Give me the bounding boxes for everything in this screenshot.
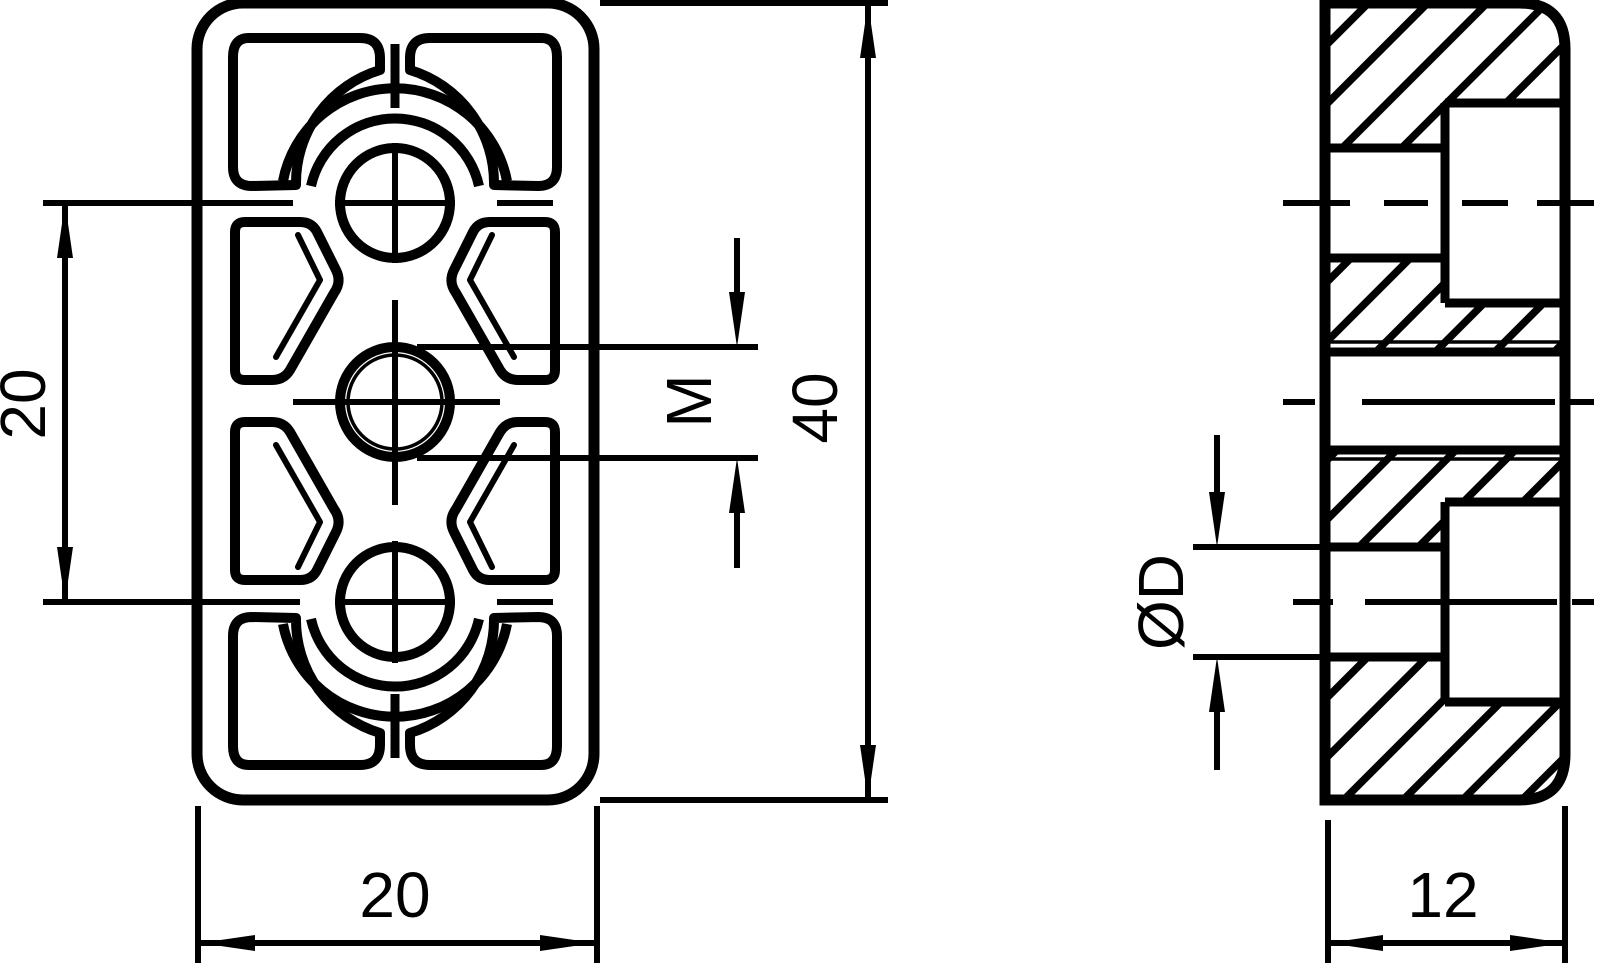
dim-width-label: 20 <box>359 859 430 931</box>
arrowhead-up <box>860 3 876 58</box>
dim-height-label: 40 <box>779 372 851 443</box>
dim-diameter-label: ØD <box>1125 554 1197 650</box>
arrowhead-down <box>729 292 745 347</box>
top-hole-inner-arc <box>306 113 484 188</box>
slot-cutout-bottom-left <box>228 612 385 770</box>
wedge-channel-lower-right <box>467 442 517 570</box>
dim-thread-label: M <box>653 374 725 427</box>
slot-cutout-top-left <box>228 33 385 191</box>
side-view-dimensions: ØD 12 <box>1125 435 1568 963</box>
arrowhead-up <box>729 458 745 513</box>
arrowhead-down <box>57 547 73 602</box>
wedge-channel-lower-left <box>273 442 323 570</box>
section-center-lines <box>1283 200 1594 605</box>
dimension-height: 40 <box>600 0 888 803</box>
wedge-cutout-lower-right <box>446 417 560 585</box>
wedge-cutout-upper-right <box>446 217 560 385</box>
dimension-hole-spacing: 20 <box>0 203 73 602</box>
arrowhead-right <box>540 935 595 951</box>
front-view-dimensions: 20 40 M 20 <box>0 0 888 963</box>
wedge-cutout-lower-left <box>230 417 344 585</box>
arrowhead-up <box>1209 657 1225 712</box>
profile-outline <box>191 0 600 806</box>
front-view <box>43 0 600 806</box>
dimension-diameter: ØD <box>1125 435 1325 770</box>
wedge-cutout-upper-left <box>230 217 344 385</box>
dimension-width: 20 <box>195 806 600 963</box>
section-outline <box>1319 0 1571 806</box>
slot-cutout-bottom-right <box>405 612 562 770</box>
arrowhead-left <box>200 935 255 951</box>
dim-hole-spacing-label: 20 <box>0 368 59 439</box>
arrowhead-down <box>860 745 876 800</box>
arrowhead-down <box>1209 492 1225 547</box>
bottom-hole-inner-arc <box>306 617 484 692</box>
slot-cutout-top-right <box>405 33 562 191</box>
wedge-channel-upper-right <box>467 232 517 360</box>
front-view-center-lines <box>43 143 553 663</box>
arrowhead-right <box>1510 935 1565 951</box>
dim-depth-label: 12 <box>1407 859 1478 931</box>
dimension-depth: 12 <box>1325 806 1568 963</box>
arrowhead-up <box>57 203 73 258</box>
arrowhead-left <box>1328 935 1383 951</box>
side-section-view <box>1283 0 1594 806</box>
wedge-channel-upper-left <box>273 232 323 360</box>
dimension-thread: M <box>417 238 758 568</box>
